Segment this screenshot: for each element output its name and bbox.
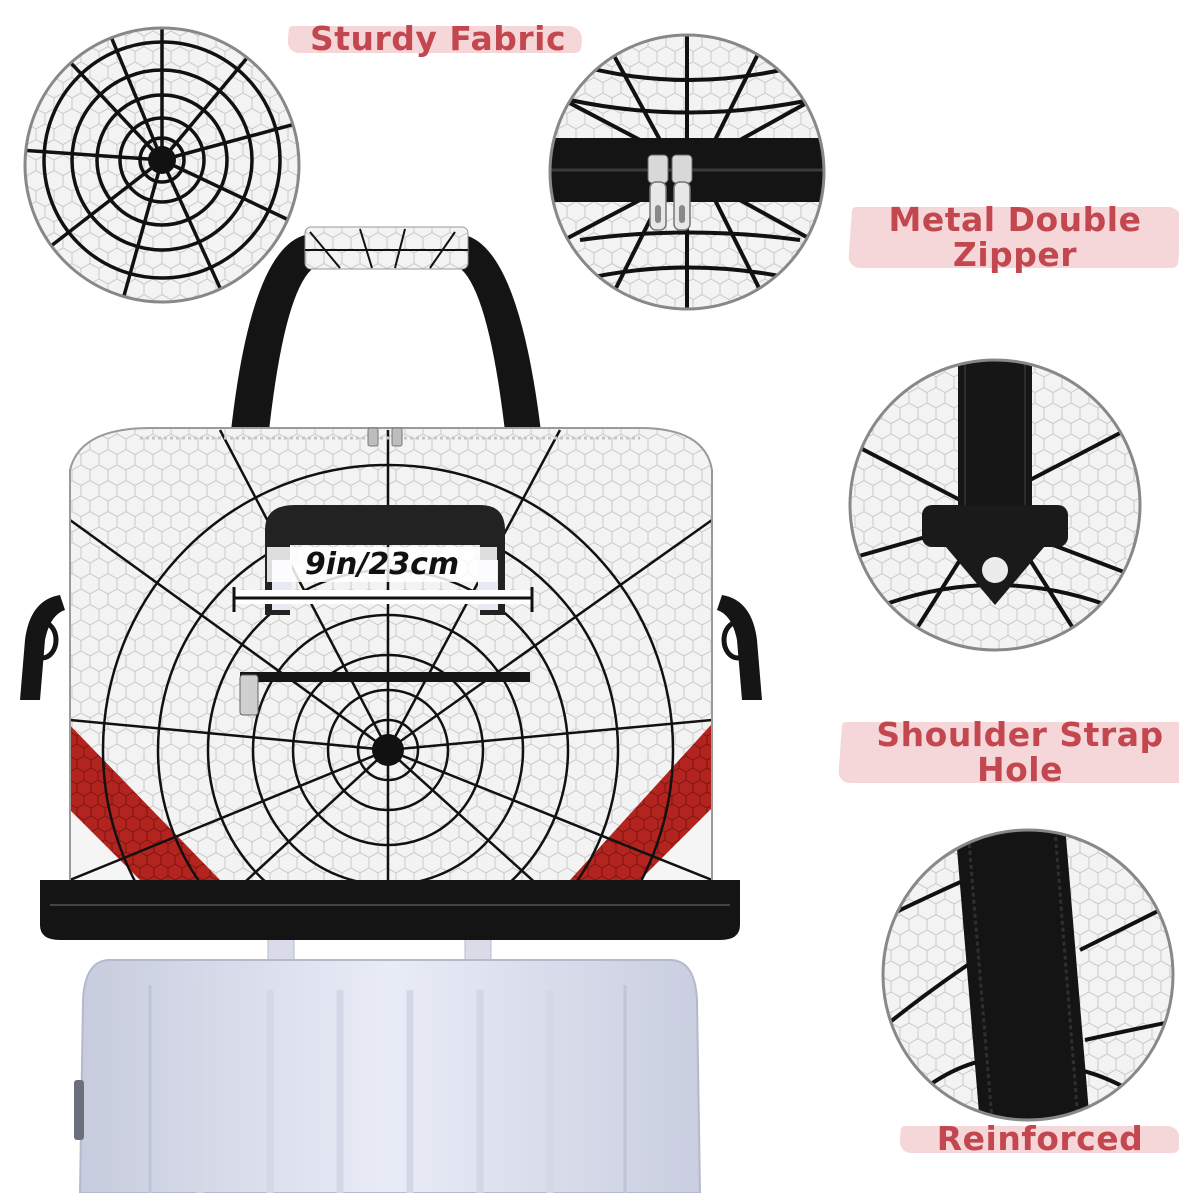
dimension-label: 9in/23cm (267, 547, 497, 582)
feature-label-metal-double-zipper: Metal Double Zipper (847, 200, 1179, 274)
label-text-line-2: Zipper (952, 234, 1078, 274)
zoom-circle-zipper (548, 33, 826, 311)
zoom-circle-reinforced (881, 828, 1175, 1122)
label-text: Sturdy Fabric (309, 19, 567, 58)
suitcase (74, 854, 702, 1193)
duffel-bag (20, 226, 762, 940)
dimension-line (232, 587, 534, 612)
label-text-line-1: Shoulder Strap (876, 715, 1164, 754)
feature-label-reinforced: Reinforced (899, 1119, 1179, 1158)
zoom-circle-strap-hole (848, 358, 1142, 652)
feature-label-sturdy-fabric: Sturdy Fabric (287, 19, 583, 58)
label-text-line-1: Metal Double (888, 200, 1142, 239)
label-text: Reinforced (936, 1119, 1144, 1158)
feature-label-shoulder-strap-hole: Shoulder Strap Hole (837, 715, 1179, 789)
label-text-line-2: Hole (977, 749, 1063, 789)
zoom-circle-fabric (23, 26, 301, 304)
